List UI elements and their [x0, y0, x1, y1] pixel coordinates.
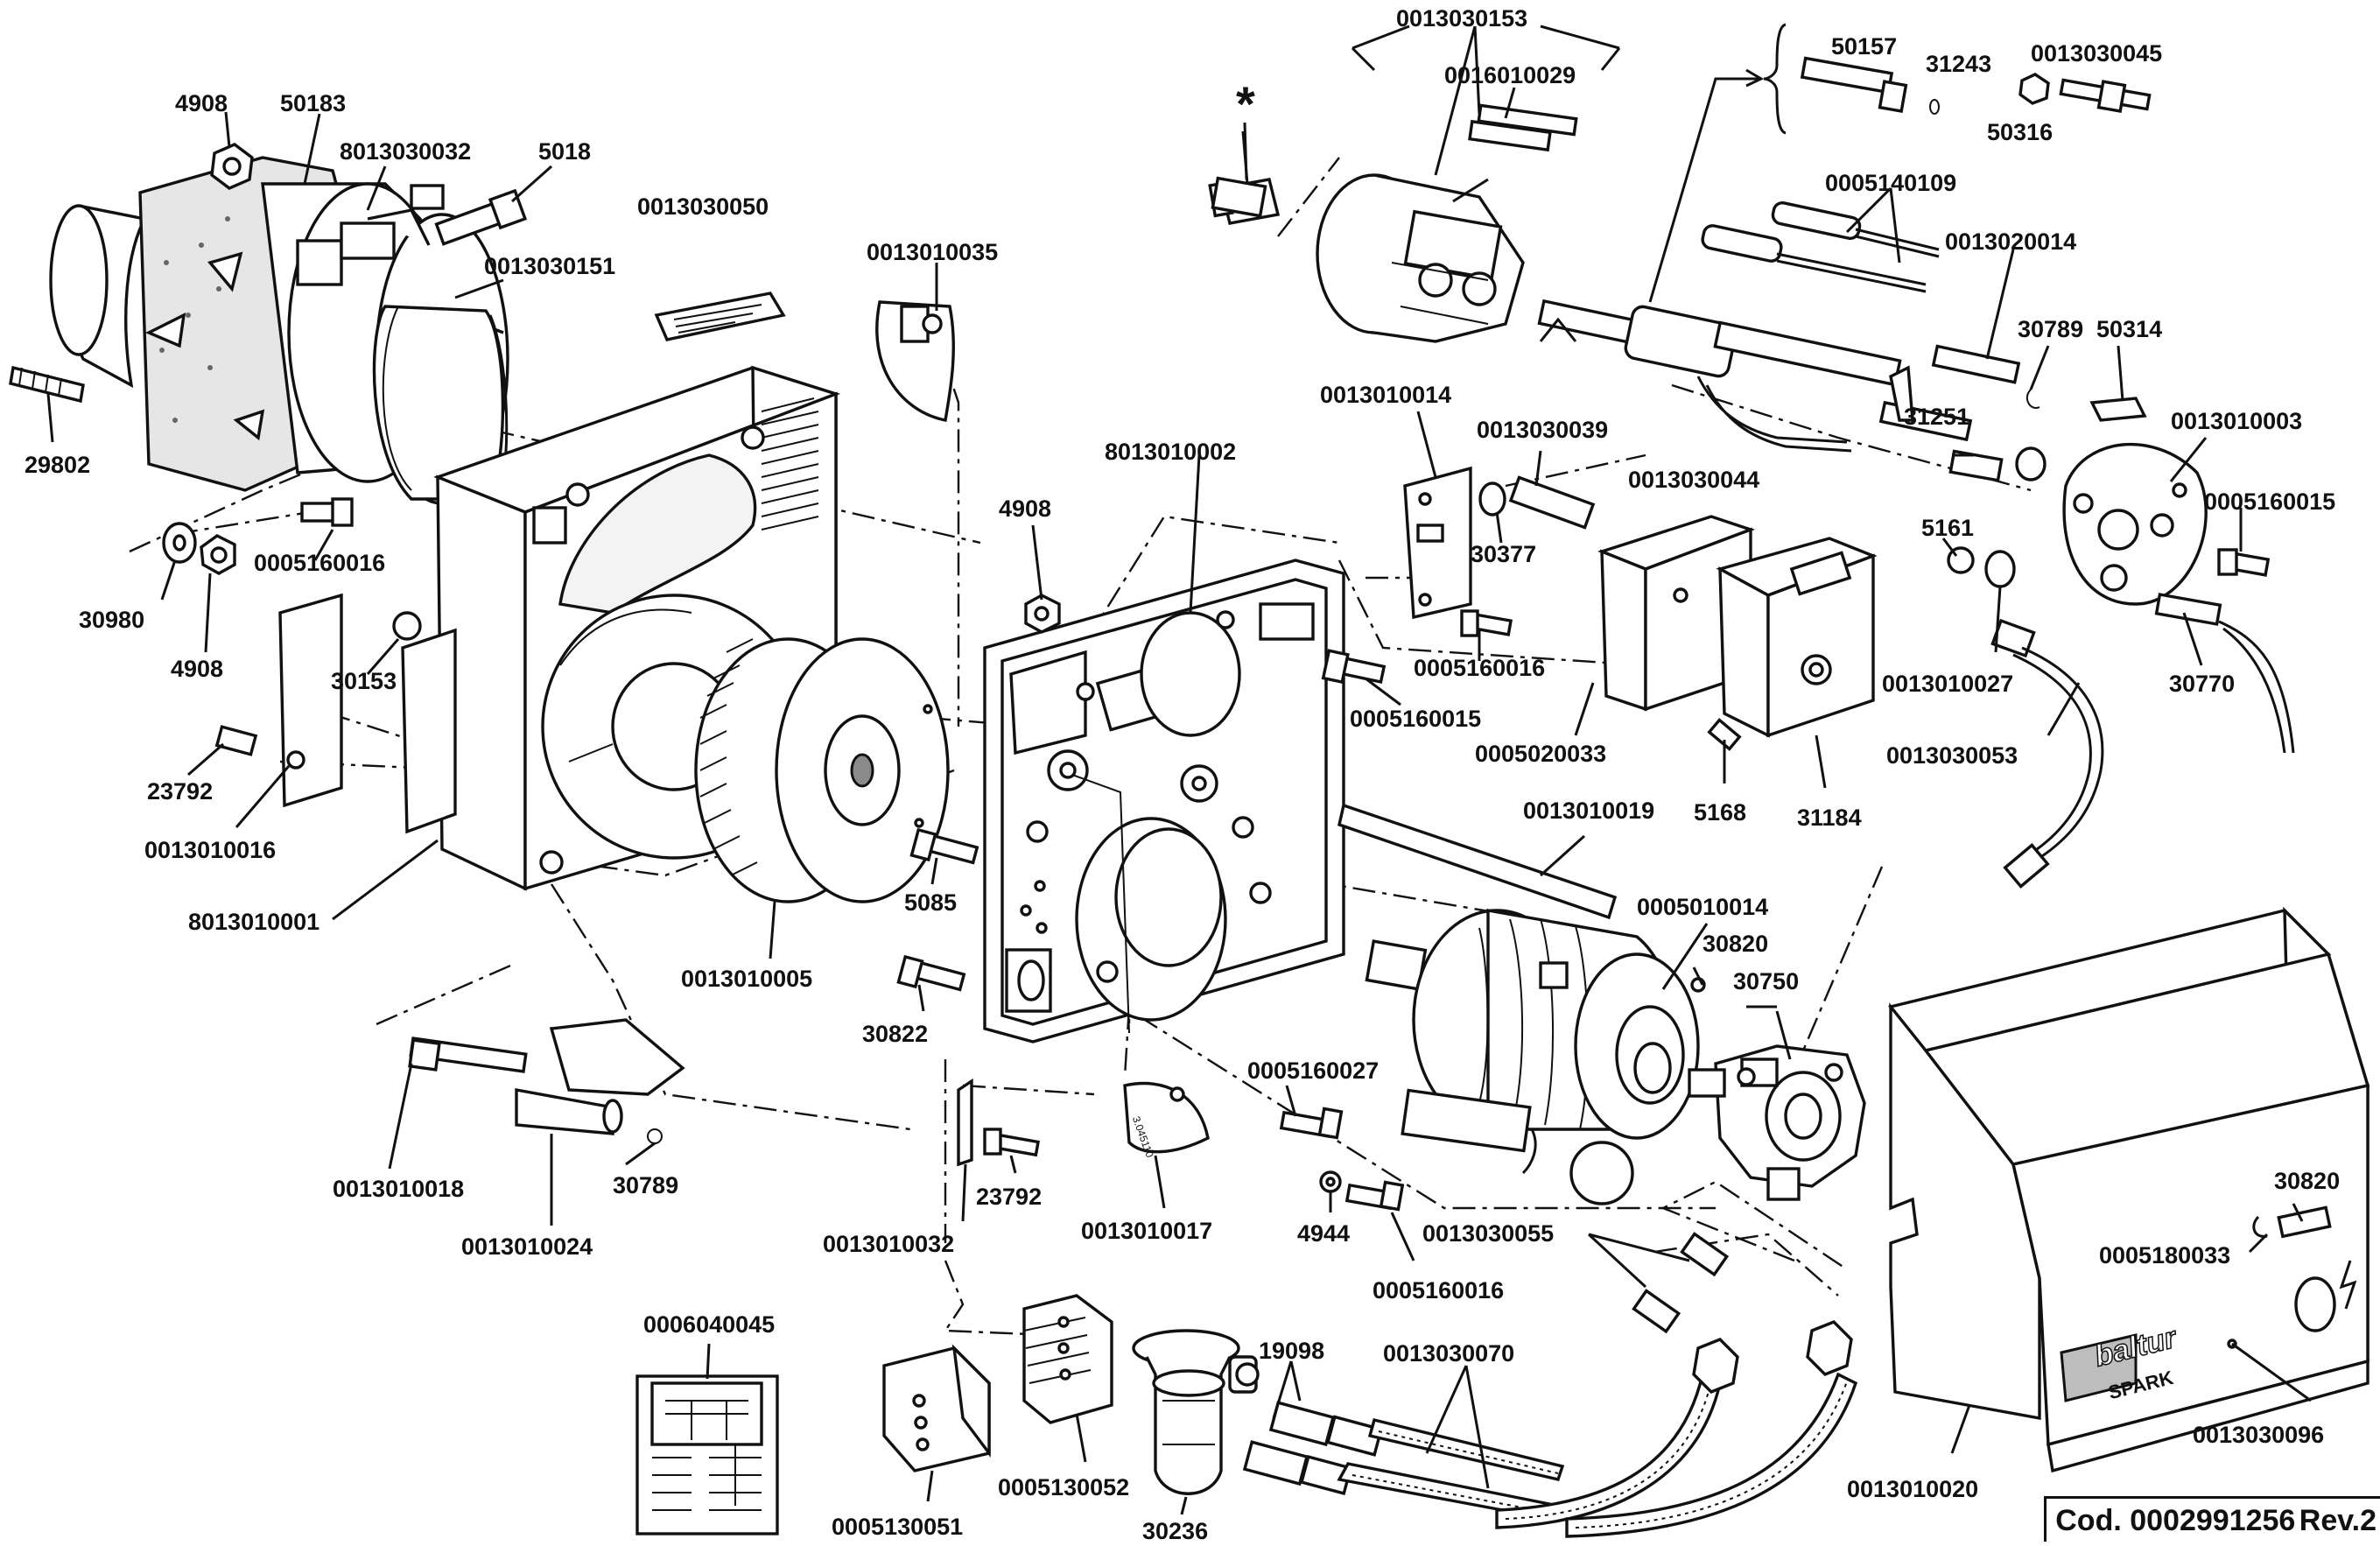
label-5085: 5085: [904, 889, 957, 916]
label-0005160016-c: 0005160016: [1414, 655, 1545, 681]
nozzle-marker: *: [1236, 76, 1255, 131]
label-0013010005: 0013010005: [681, 966, 812, 992]
label-0013030055: 0013030055: [1422, 1220, 1554, 1247]
label-30820-a: 30820: [1703, 931, 1768, 957]
label-0005160016-b: 0005160016: [1373, 1277, 1504, 1304]
label-50157: 50157: [1831, 33, 1897, 60]
label-0013010017: 0013010017: [1081, 1218, 1212, 1244]
label-23792-a: 23792: [147, 778, 213, 805]
label-0013010035: 0013010035: [867, 239, 998, 265]
label-0013030045: 0013030045: [2031, 40, 2162, 67]
label-0005180033: 0005180033: [2099, 1242, 2230, 1268]
label-0016010029: 0016010029: [1444, 62, 1576, 88]
label-0005140109: 0005140109: [1825, 170, 1956, 196]
label-23792-b: 23792: [976, 1184, 1042, 1210]
label-0013030153: 0013030153: [1396, 5, 1527, 32]
label-4908-a: 4908: [175, 90, 228, 116]
label-8013030032: 8013030032: [340, 138, 471, 165]
label-0005130051: 0005130051: [832, 1514, 963, 1540]
label-30980: 30980: [79, 607, 144, 633]
label-0013010020: 0013010020: [1847, 1476, 1978, 1502]
fan-housing: [214, 292, 955, 903]
revision: Rev.2: [2299, 1504, 2376, 1537]
label-4908-b: 4908: [171, 656, 223, 682]
flange-and-blast-tube: [9, 143, 528, 575]
part-labels: 4908 50183 8013030032 5018 0013030050 00…: [25, 5, 2340, 1544]
label-0013010024: 0013010024: [461, 1233, 593, 1260]
leader-lines: [46, 25, 2312, 1515]
label-0013030096: 0013030096: [2193, 1422, 2324, 1448]
label-0013010027: 0013010027: [1882, 671, 2013, 697]
label-0013030070: 0013030070: [1383, 1340, 1514, 1367]
document-code: Cod. 0002991256 Rev.2: [2044, 1496, 2380, 1542]
label-0013010018: 0013010018: [333, 1176, 464, 1202]
label-31184: 31184: [1797, 805, 1862, 831]
label-30750: 30750: [1733, 968, 1799, 994]
label-0013020014: 0013020014: [1945, 228, 2076, 255]
plugs-filter-hoses: [635, 1232, 1858, 1538]
label-30770: 30770: [2169, 671, 2235, 697]
label-0013010019: 0013010019: [1523, 798, 1654, 824]
label-0005160016-a: 0005160016: [254, 550, 385, 576]
label-0013010003: 0013010003: [2171, 408, 2302, 434]
label-0013030039: 0013030039: [1477, 417, 1608, 443]
label-0005160027: 0005160027: [1247, 1058, 1379, 1084]
label-5168: 5168: [1694, 799, 1746, 826]
label-31251: 31251: [1904, 404, 1969, 430]
label-30153: 30153: [331, 668, 397, 694]
label-30377: 30377: [1471, 541, 1536, 567]
label-0006040045: 0006040045: [643, 1311, 775, 1338]
label-0013030050: 0013030050: [637, 193, 769, 220]
label-0013030053: 0013030053: [1886, 742, 2018, 769]
label-30822: 30822: [862, 1021, 928, 1047]
label-0013030044: 0013030044: [1628, 467, 1759, 493]
label-0013010016: 0013010016: [144, 837, 276, 863]
label-29802: 29802: [25, 452, 90, 478]
label-0013010014: 0013010014: [1320, 382, 1451, 408]
label-8013010001: 8013010001: [188, 909, 319, 935]
label-30789-a: 30789: [613, 1172, 678, 1198]
label-0013010032: 0013010032: [823, 1231, 954, 1257]
label-50316: 50316: [1987, 119, 2053, 145]
label-0005160015-a: 0005160015: [2204, 488, 2335, 515]
label-5161: 5161: [1921, 515, 1974, 541]
label-50183: 50183: [280, 90, 346, 116]
label-31243: 31243: [1926, 51, 1991, 77]
label-0013030151: 0013030151: [484, 253, 615, 279]
label-0005130052: 0005130052: [998, 1474, 1129, 1500]
label-30236: 30236: [1142, 1518, 1208, 1542]
label-50314: 50314: [2096, 316, 2162, 342]
ignition-components: [1403, 344, 2295, 889]
label-0005020033: 0005020033: [1475, 741, 1606, 767]
label-19098: 19098: [1259, 1338, 1324, 1364]
mounting-plate: [896, 559, 1387, 1044]
label-4944: 4944: [1297, 1220, 1350, 1247]
nozzle-assembly: [1208, 23, 2152, 453]
air-shutter-parts: 3.045110: [408, 1018, 1405, 1212]
label-0005160015-b: 0005160015: [1350, 706, 1481, 732]
label-5018: 5018: [538, 138, 591, 165]
label-0005010014: 0005010014: [1637, 894, 1768, 920]
label-30820-b: 30820: [2274, 1168, 2340, 1194]
label-4908-c: 4908: [999, 495, 1051, 522]
burner-cover: [1888, 906, 2370, 1473]
motor-and-pump: [1337, 803, 1866, 1205]
label-30789-b: 30789: [2018, 316, 2083, 342]
code-number: Cod. 0002991256: [2055, 1504, 2296, 1537]
label-8013010002: 8013010002: [1105, 439, 1236, 465]
